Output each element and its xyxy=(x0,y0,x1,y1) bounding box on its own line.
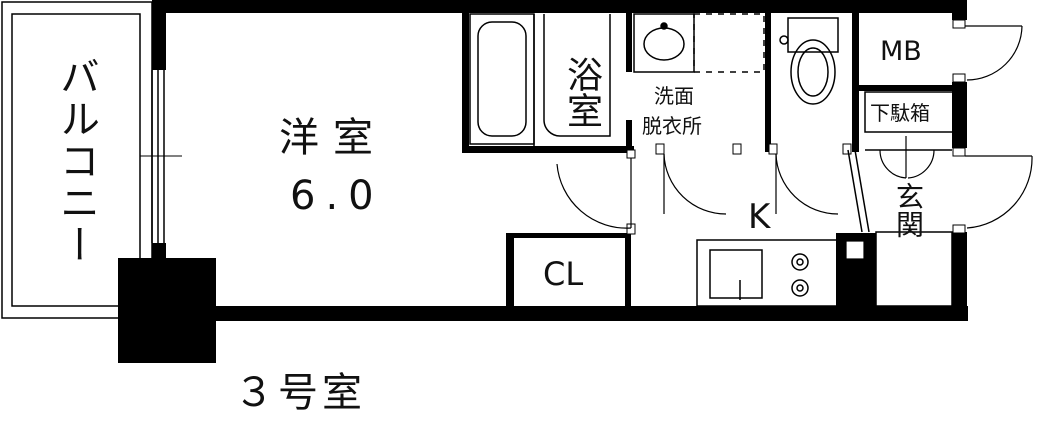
toilet xyxy=(779,17,839,105)
bathtub xyxy=(469,13,611,146)
washroom-label-line1: 洗面 xyxy=(654,84,694,108)
washroom-label-line2: 脱衣所 xyxy=(642,114,702,138)
entrance-partition xyxy=(847,91,954,307)
meter-box-label: MB xyxy=(880,36,922,67)
kitchen-counter xyxy=(696,239,838,307)
interior-walls xyxy=(462,12,954,309)
entrance-label: 玄関 xyxy=(892,182,925,238)
balcony-label: バルコニー xyxy=(53,56,99,266)
kitchen-label: K xyxy=(748,197,771,237)
closet-label: CL xyxy=(543,255,584,293)
western-room-size: 6.0 xyxy=(290,173,384,219)
shoe-cabinet-label: 下駄箱 xyxy=(870,101,930,125)
door-stubs xyxy=(626,19,966,235)
door-swings xyxy=(556,25,1033,229)
outer-walls xyxy=(118,0,968,363)
balcony-window xyxy=(140,70,182,243)
unit-number-label: ３号室 xyxy=(234,370,366,416)
pipe-shaft xyxy=(845,240,865,260)
wash-basin xyxy=(633,13,765,73)
western-room-label: 洋室 xyxy=(279,115,387,161)
bath-label: 浴室 xyxy=(561,56,602,128)
